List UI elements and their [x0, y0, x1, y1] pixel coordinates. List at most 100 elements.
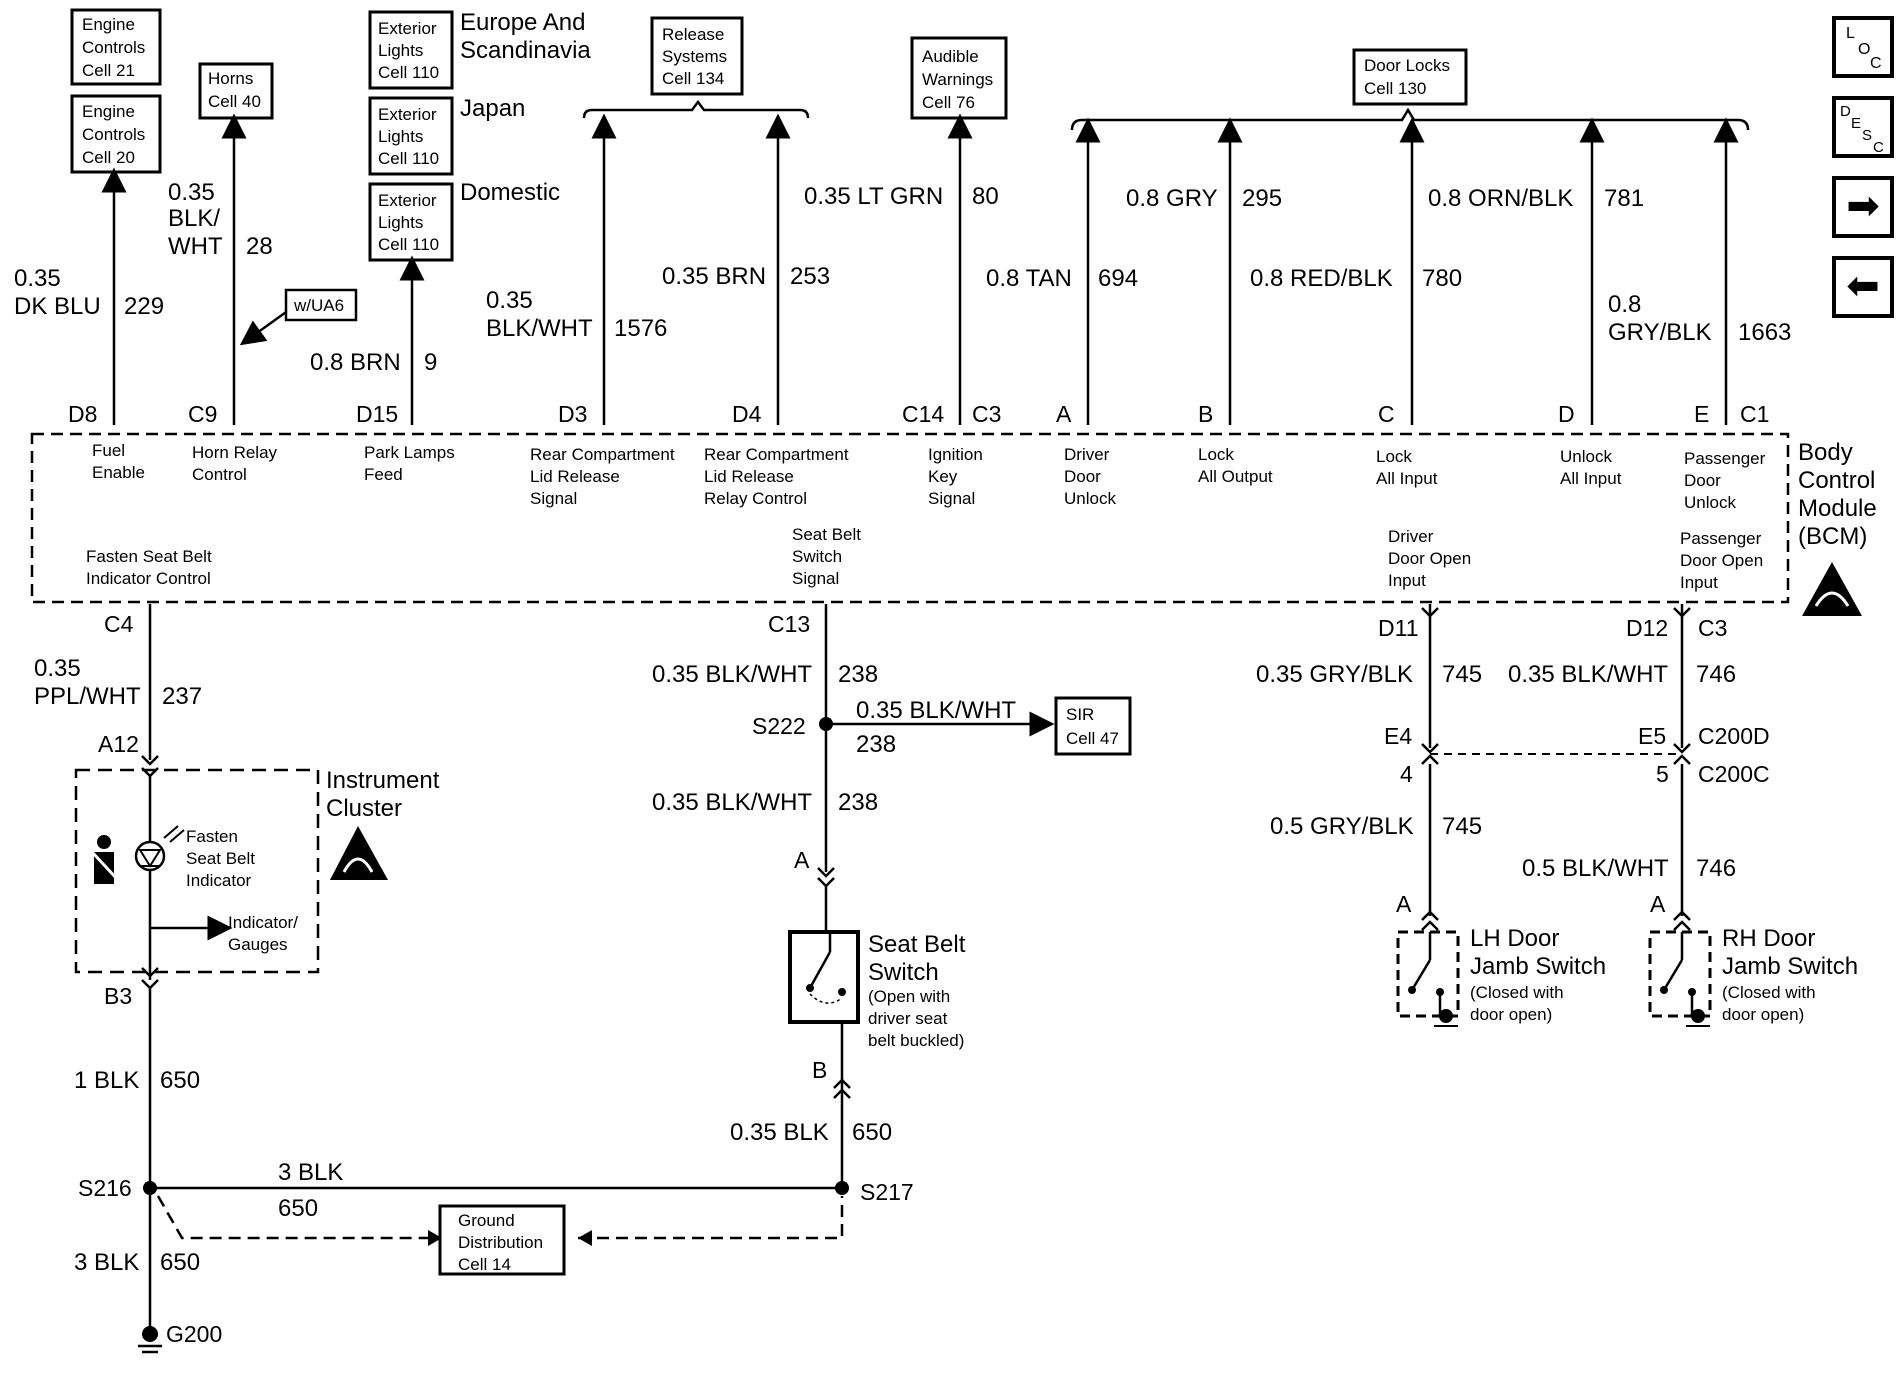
svg-text:Signal: Signal: [530, 489, 577, 508]
svg-text:A: A: [1396, 891, 1412, 917]
svg-text:Unlock: Unlock: [1064, 489, 1116, 508]
svg-text:Exterior: Exterior: [378, 19, 437, 38]
instrument-cluster-box[interactable]: [74, 768, 320, 974]
bcm-module-box[interactable]: [30, 432, 1790, 604]
svg-text:0.8 ORN/BLK: 0.8 ORN/BLK: [1428, 185, 1573, 212]
svg-text:0.5 BLK/WHT: 0.5 BLK/WHT: [1522, 855, 1669, 882]
right-wire-labels: 0.35 GRY/BLK 745 0.35 BLK/WHT 746 E4 E5 …: [1256, 661, 1858, 1024]
svg-text:Warnings: Warnings: [922, 70, 993, 89]
svg-text:RH Door: RH Door: [1722, 925, 1815, 952]
svg-text:Signal: Signal: [792, 569, 839, 588]
right-arrow-icon: ➡: [1846, 184, 1880, 228]
svg-text:Engine: Engine: [82, 102, 135, 121]
svg-text:745: 745: [1442, 813, 1482, 840]
svg-text:WHT: WHT: [168, 233, 223, 260]
svg-text:S222: S222: [752, 713, 806, 739]
desc-button[interactable]: D E S C: [1832, 96, 1894, 158]
svg-text:G200: G200: [166, 1321, 222, 1347]
svg-text:B: B: [1198, 401, 1213, 427]
svg-text:A12: A12: [98, 731, 139, 757]
svg-text:3 BLK: 3 BLK: [74, 1249, 139, 1276]
horns-box[interactable]: Horns Cell 40: [198, 62, 274, 120]
svg-text:4: 4: [1400, 761, 1413, 787]
svg-text:229: 229: [124, 293, 164, 320]
svg-text:650: 650: [852, 1119, 892, 1146]
seat-belt-switch[interactable]: [788, 930, 860, 1024]
svg-text:Controls: Controls: [82, 125, 145, 144]
svg-text:Audible: Audible: [922, 47, 979, 66]
domestic-label: Domestic: [460, 179, 560, 206]
exterior-lights-dom-box[interactable]: Exterior Lights Cell 110: [368, 182, 454, 262]
svg-text:295: 295: [1242, 185, 1282, 212]
ground-distribution-box[interactable]: Ground Distribution Cell 14: [438, 1204, 566, 1276]
next-page-button[interactable]: ➡: [1832, 176, 1894, 238]
svg-text:C: C: [1873, 139, 1884, 156]
audible-warnings-box[interactable]: Audible Warnings Cell 76: [910, 36, 1008, 120]
svg-text:650: 650: [278, 1195, 318, 1222]
svg-text:Horn Relay: Horn Relay: [192, 443, 278, 462]
bcm-bottom-pins: C4 C13 D11 D12 C3: [104, 611, 1727, 641]
s217-splice: [835, 1181, 849, 1195]
svg-text:Control: Control: [1798, 467, 1875, 494]
svg-text:LH Door: LH Door: [1470, 925, 1559, 952]
svg-text:D12: D12: [1626, 615, 1668, 641]
lh-door-jamb-switch[interactable]: [1396, 930, 1460, 1027]
svg-text:0.35 GRY/BLK: 0.35 GRY/BLK: [1256, 661, 1413, 688]
svg-text:S216: S216: [78, 1175, 132, 1201]
svg-text:(Closed with: (Closed with: [1722, 983, 1816, 1002]
exterior-lights-eu-box[interactable]: Exterior Lights Cell 110: [368, 10, 454, 90]
cluster-labels: Fasten Seat Belt Indicator Indicator/ Ga…: [186, 767, 440, 954]
svg-text:5: 5: [1656, 761, 1669, 787]
svg-text:A: A: [1650, 891, 1666, 917]
engine-controls-20-box[interactable]: Engine Controls Cell 20: [70, 94, 162, 174]
release-systems-box[interactable]: Release Systems Cell 134: [650, 16, 744, 96]
svg-text:0.35: 0.35: [34, 655, 81, 682]
svg-text:1663: 1663: [1738, 319, 1791, 346]
svg-text:Lights: Lights: [378, 213, 423, 232]
prev-page-button[interactable]: ⬅: [1832, 256, 1894, 318]
svg-text:238: 238: [838, 789, 878, 816]
svg-text:650: 650: [160, 1249, 200, 1276]
sir-box[interactable]: SIR Cell 47: [1054, 696, 1132, 756]
svg-text:3 BLK: 3 BLK: [278, 1159, 343, 1186]
svg-text:0.35 BLK/WHT: 0.35 BLK/WHT: [856, 697, 1016, 724]
svg-text:80: 80: [972, 183, 999, 210]
door-locks-brace: [1070, 107, 1750, 131]
svg-text:Gauges: Gauges: [228, 935, 288, 954]
svg-text:D8: D8: [68, 401, 97, 427]
svg-text:C: C: [1870, 55, 1882, 72]
svg-text:B3: B3: [104, 983, 132, 1009]
svg-text:0.35 BRN: 0.35 BRN: [662, 263, 766, 290]
rh-door-jamb-switch[interactable]: [1648, 930, 1712, 1027]
svg-text:Exterior: Exterior: [378, 191, 437, 210]
svg-text:Signal: Signal: [928, 489, 975, 508]
loc-button[interactable]: L O C: [1832, 16, 1894, 78]
svg-text:0.35 BLK: 0.35 BLK: [730, 1119, 829, 1146]
svg-text:Indicator/: Indicator/: [228, 913, 298, 932]
svg-text:Controls: Controls: [82, 38, 145, 57]
s222-splice: [819, 717, 833, 731]
svg-text:Lid Release: Lid Release: [704, 467, 794, 486]
svg-text:Lock: Lock: [1198, 445, 1234, 464]
svg-text:Cell 20: Cell 20: [82, 148, 135, 167]
scandinavia-label: Scandinavia: [460, 37, 591, 64]
svg-text:Jamb Switch: Jamb Switch: [1470, 953, 1606, 980]
svg-text:S: S: [1862, 127, 1872, 144]
svg-text:Park Lamps: Park Lamps: [364, 443, 455, 462]
svg-text:Input: Input: [1680, 573, 1718, 592]
svg-text:0.35: 0.35: [168, 179, 215, 206]
cluster-esd-icon: [330, 826, 388, 880]
svg-text:Input: Input: [1388, 571, 1426, 590]
svg-text:D: D: [1840, 103, 1851, 120]
svg-text:745: 745: [1442, 661, 1482, 688]
japan-label: Japan: [460, 95, 525, 122]
svg-text:Indicator Control: Indicator Control: [86, 569, 211, 588]
engine-controls-21-box[interactable]: Engine Controls Cell 21: [70, 8, 162, 86]
door-locks-box[interactable]: Door Locks Cell 130: [1352, 48, 1468, 106]
release-brace: [582, 99, 810, 119]
exterior-lights-jp-box[interactable]: Exterior Lights Cell 110: [368, 96, 454, 176]
svg-text:D11: D11: [1378, 615, 1419, 641]
middle-wiring: [817, 604, 1055, 1188]
svg-text:Feed: Feed: [364, 465, 403, 484]
svg-text:E: E: [1694, 401, 1709, 427]
